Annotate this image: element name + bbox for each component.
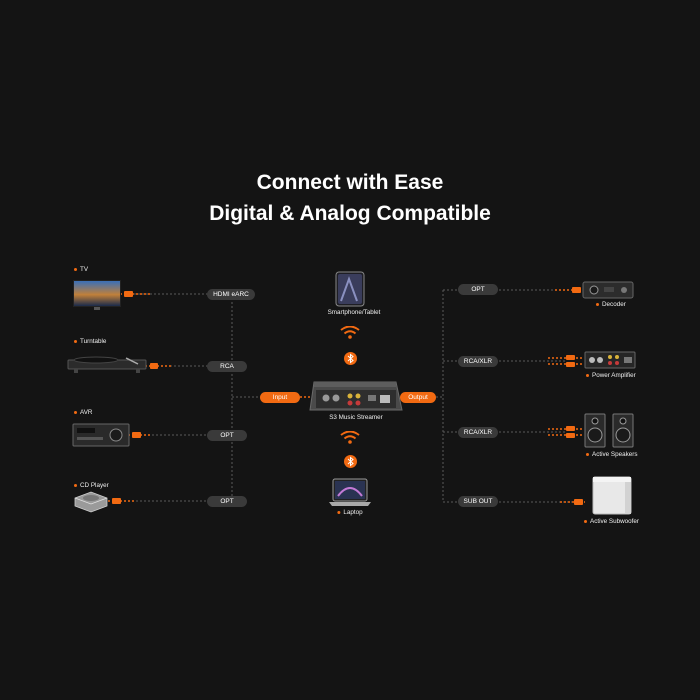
title-line-1: Connect with Ease — [256, 171, 444, 194]
output-label-power-amplifier: Power Amplifier — [586, 372, 636, 380]
port-pill-hdmi-earc: HDMI eARC — [207, 289, 255, 300]
tablet-icon — [335, 271, 365, 307]
source-label-turntable: Turntable — [74, 338, 106, 346]
wifi-icon-bottom — [340, 431, 360, 444]
source-label-avr: AVR — [74, 409, 92, 417]
title-line-2: Digital & Analog Compatible — [209, 202, 491, 225]
source-label-tv: TV — [74, 266, 88, 274]
port-pill-sub-out: SUB OUT — [458, 496, 498, 507]
port-pill-rca-xlr-speakers: RCA/XLR — [458, 427, 498, 438]
power-amplifier-icon — [584, 351, 636, 369]
output-label-active-subwoofer: Active Subwoofer — [584, 518, 639, 526]
input-pill: Input — [260, 392, 300, 403]
decoder-icon — [582, 281, 634, 299]
port-pill-opt-cd: OPT — [207, 496, 247, 507]
port-pill-opt-avr: OPT — [207, 430, 247, 441]
bluetooth-icon-bottom — [344, 455, 357, 468]
subwoofer-icon — [592, 476, 632, 515]
page-title: Connect with Ease Digital & Analog Compa… — [0, 167, 700, 229]
output-label-decoder: Decoder — [596, 301, 626, 309]
source-label-cd-player: CD Player — [74, 482, 109, 490]
s3-music-streamer-icon — [309, 381, 403, 411]
avr-icon — [72, 423, 130, 447]
cd-player-icon — [74, 491, 108, 513]
port-pill-rca-xlr-amp: RCA/XLR — [458, 356, 498, 367]
active-speakers-icon — [584, 413, 634, 448]
bluetooth-icon-top — [344, 352, 357, 365]
tv-icon — [73, 280, 121, 310]
output-label-active-speakers: Active Speakers — [586, 451, 638, 459]
port-pill-opt-decoder: OPT — [458, 284, 498, 295]
laptop-label: Laptop — [337, 509, 363, 517]
center-device-label: S3 Music Streamer — [329, 414, 383, 421]
laptop-icon — [329, 478, 371, 506]
wifi-icon-top — [340, 326, 360, 339]
port-pill-rca: RCA — [207, 361, 247, 372]
tablet-label: Smartphone/Tablet — [327, 309, 381, 316]
turntable-icon — [67, 356, 147, 373]
output-pill: Output — [400, 392, 436, 403]
